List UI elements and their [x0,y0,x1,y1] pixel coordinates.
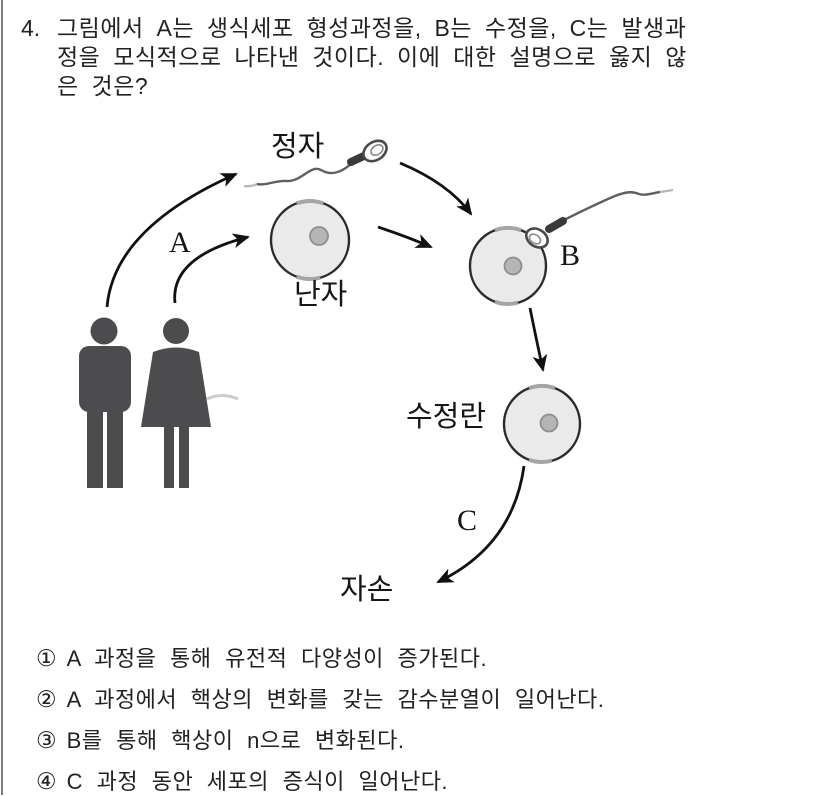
fertilization-arrows [377,161,473,249]
process-a-label: A [169,226,191,259]
option-3-number: ③ [36,727,57,753]
sperm-label: 정자 [271,129,325,163]
to-zygote-arrow [528,307,548,372]
option-3: ③ B를 통해 핵상이 n으로 변화된다. [36,723,404,755]
option-2-number: ② [36,686,57,712]
man-figure-icon [79,317,131,488]
process-c-arrow [436,465,526,584]
woman-figure-icon [141,318,211,488]
egg-cell [269,199,351,281]
option-4: ④ C 과정 동안 세포의 증식이 일어난다. [36,764,448,796]
question-number: 4. [21,15,41,41]
zygote-cell [502,384,582,464]
option-1-number: ① [36,645,57,671]
question-line-3: 은 것은? [57,73,149,99]
option-1-text: A 과정을 통해 유전적 다양성이 증가된다. [66,646,488,671]
question-block: 4. 그림에서 A는 생식세포 형성과정을, B는 수정을, C는 발생과 정을… [21,14,813,101]
option-1: ① A 과정을 통해 유전적 다양성이 증가된다. [36,641,487,673]
fertilization-cell [468,188,674,306]
process-c-label: C [457,504,478,537]
question-line-2: 정을 모식적으로 나타낸 것이다. 이에 대한 설명으로 옳지 않 [57,44,687,70]
option-2-text: A 과정에서 핵상의 변화를 갖는 감수분열이 일어난다. [66,687,605,712]
option-4-text: C 과정 동안 세포의 증식이 일어난다. [66,769,449,794]
question-text: 그림에서 A는 생식세포 형성과정을, B는 수정을, C는 발생과 정을 모식… [57,14,813,101]
column-divider-line [1,0,3,795]
option-2: ② A 과정에서 핵상의 변화를 갖는 감수분열이 일어난다. [36,682,604,714]
process-b-label: B [560,239,581,272]
scan-artifact-mark [206,394,239,401]
option-4-number: ④ [36,768,57,794]
egg-label: 난자 [294,277,348,311]
question-line-1: 그림에서 A는 생식세포 형성과정을, B는 수정을, C는 발생과 [57,15,687,41]
process-a-arrows [105,172,250,308]
sperm-icon [243,139,388,188]
zygote-label: 수정란 [406,399,487,433]
offspring-label: 자손 [340,572,394,606]
option-3-text: B를 통해 핵상이 n으로 변화된다. [66,728,405,753]
